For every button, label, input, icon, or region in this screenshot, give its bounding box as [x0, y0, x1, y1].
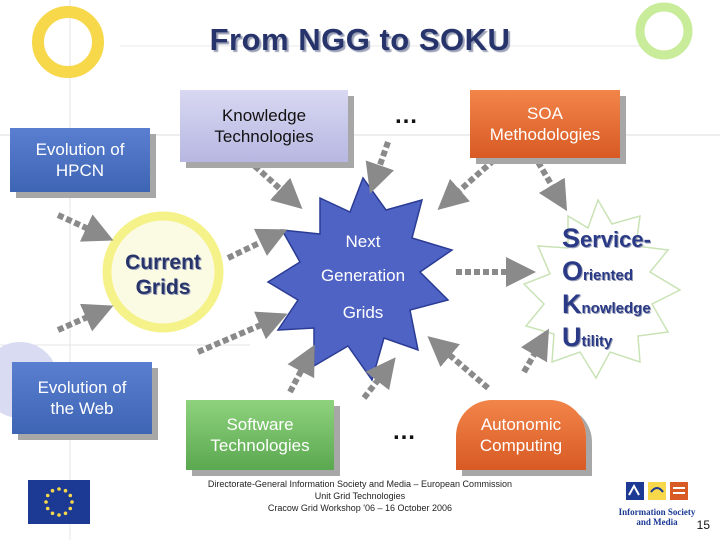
soku-utility-rest: tility	[581, 333, 613, 350]
soku-oriented-rest: riented	[583, 267, 634, 284]
ellipsis-top: …	[394, 102, 419, 129]
next-generation-star	[266, 176, 454, 382]
autonomic-box: Autonomic Computing	[456, 400, 586, 470]
soku-o-letter: O	[562, 256, 584, 286]
software-box: Software Technologies	[186, 400, 334, 470]
infso-logo-text: Information Society and Media	[618, 507, 696, 527]
knowledge-box: Knowledge Technologies	[180, 90, 348, 162]
arrow-bottom-ellipsis	[361, 357, 396, 400]
soku-u-letter: U	[562, 322, 582, 352]
software-label: Software Technologies	[210, 415, 310, 455]
arrow-autonomic-to-soku	[520, 328, 550, 374]
web-box: Evolution of the Web	[12, 362, 152, 434]
footer-line-2: Unit Grid Technologies	[314, 491, 406, 501]
soku-knowledge-line: Knowledge	[562, 290, 702, 323]
current-grids-label: Current Grids	[108, 250, 218, 300]
hpcn-box: Evolution of HPCN	[10, 128, 150, 192]
arrow-autonomic-to-star	[427, 336, 490, 391]
eu-stars-icon	[44, 487, 74, 517]
green-ring-decoration	[635, 2, 693, 60]
footer: Directorate-General Information Society …	[150, 478, 570, 514]
footer-line-1: Directorate-General Information Society …	[207, 479, 513, 489]
arrow-grids-to-star-top	[226, 228, 288, 261]
soku-service-rest: ervice-	[580, 227, 651, 252]
next-line-1: Next	[345, 232, 381, 251]
soku-burst	[522, 198, 682, 380]
infso-logo-icon	[626, 482, 688, 500]
soku-text: Service- Oriented Knowledge Utility	[562, 224, 702, 356]
current-grids-ring	[102, 211, 224, 333]
soku-s-letter: S	[562, 223, 581, 253]
page-number: 15	[696, 518, 710, 532]
soku-oriented-line: Oriented	[562, 257, 702, 290]
next-line-3: Grids	[342, 303, 384, 322]
arrow-soa-to-soku	[535, 160, 568, 212]
soa-box: SOA Methodologies	[470, 90, 620, 158]
hpcn-label: Evolution of HPCN	[35, 140, 125, 180]
soku-service-line: Service-	[562, 224, 702, 257]
arrow-hpcn-to-grids	[56, 212, 114, 242]
soku-k-letter: K	[562, 289, 582, 319]
knowledge-label: Knowledge Technologies	[214, 106, 314, 146]
arrow-knowledge-to-star	[245, 157, 303, 210]
footer-line-3: Cracow Grid Workshop '06 – 16 October 20…	[267, 503, 453, 513]
yellow-ring-decoration	[32, 6, 104, 78]
ellipsis-bottom: …	[392, 418, 417, 445]
infso-logo: Information Society and Media	[618, 480, 696, 528]
arrow-top-ellipsis	[365, 141, 395, 194]
web-label: Evolution of the Web	[37, 378, 127, 418]
soku-utility-line: Utility	[562, 323, 702, 356]
autonomic-label: Autonomic Computing	[479, 415, 563, 455]
eu-flag-logo	[28, 480, 90, 524]
arrow-software-to-star	[287, 344, 315, 394]
arrow-web-to-grids	[56, 303, 114, 333]
soa-label: SOA Methodologies	[489, 104, 601, 144]
arrow-soa-to-star	[437, 157, 496, 210]
arrow-grids-to-star-bottom	[196, 311, 288, 355]
slide-title: From NGG to SOKU	[209, 22, 511, 57]
current-grids-text: Current Grids	[125, 251, 201, 299]
soku-knowledge-rest: nowledge	[581, 300, 651, 317]
next-line-2: Generation	[320, 266, 406, 285]
